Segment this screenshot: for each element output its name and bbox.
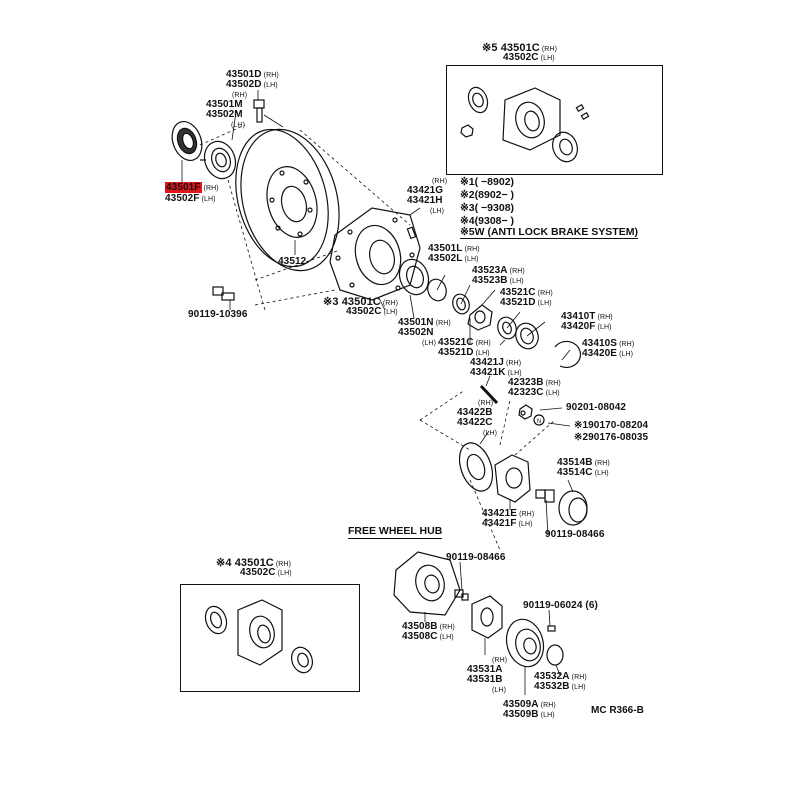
gasket-43422B xyxy=(458,442,494,492)
bearing-43501L xyxy=(398,258,430,296)
label-43532B: 43532B(LH) xyxy=(534,681,586,692)
label-43521C-right: 43521C(RH) xyxy=(500,287,553,298)
label-43508C: 43508C(LH) xyxy=(402,631,454,642)
label-43501C-mid: ※3 43501C(RH) xyxy=(323,296,399,308)
label-90119-06024: 90119-06024 (6) xyxy=(523,600,598,611)
label-lh-43502M: (LH) xyxy=(231,122,246,129)
label-43531B: 43531B xyxy=(467,674,503,685)
label-43532A: 43532A(RH) xyxy=(534,671,587,682)
label-90201-08042: 90201-08042 xyxy=(566,402,627,413)
diagram-code: MC R366-B xyxy=(591,705,644,716)
label-lh-43421H: (LH) xyxy=(430,208,445,215)
label-43514C: 43514C(LH) xyxy=(557,467,609,478)
label-43422C: 43422C xyxy=(457,417,493,428)
bearing-43501M xyxy=(203,140,237,180)
label-90170-08204: ※190170-08204 xyxy=(574,420,649,431)
label-43514B: 43514B(RH) xyxy=(557,457,610,468)
label-43421J: 43421J(RH) xyxy=(470,357,522,368)
label-43502D: 43502D(LH) xyxy=(226,79,278,90)
label-43501D: 43501D(RH) xyxy=(226,69,279,80)
legend-2: ※2(8902− ) xyxy=(460,189,515,201)
label-43521C-left: 43521C(RH) xyxy=(438,337,491,348)
hub-bolt-43501D xyxy=(253,99,265,123)
cover-43509A xyxy=(505,618,545,668)
label-42323B: 42323B(RH) xyxy=(508,377,561,388)
legend-5: ※5W (ANTI LOCK BRAKE SYSTEM) xyxy=(460,226,638,239)
drive-flange-43421E xyxy=(494,454,531,503)
stud-43421J xyxy=(479,384,499,405)
free-wheel-hub-body-43508B xyxy=(393,551,461,616)
label-43502F: 43502F(LH) xyxy=(165,193,216,204)
label-43501F: 43501F(RH) xyxy=(165,182,219,193)
oil-seal-43501F xyxy=(171,121,203,161)
label-lh-43422C: (LH) xyxy=(483,430,498,437)
label-43420E: 43420E(LH) xyxy=(582,348,634,359)
label-43501L: 43501L(RH) xyxy=(428,243,480,254)
label-90119-10396: 90119-10396 xyxy=(188,309,248,320)
label-43509B: 43509B(LH) xyxy=(503,709,555,720)
label-43502L: 43502L(LH) xyxy=(428,253,479,264)
label-43521D-left: 43521D(LH) xyxy=(438,347,490,358)
label-43422B: 43422B xyxy=(457,407,493,418)
label-rh-43501M: (RH) xyxy=(232,92,248,99)
label-rh-43421G: (RH) xyxy=(432,178,448,185)
label-43509A: 43509A(RH) xyxy=(503,699,556,710)
label-43421G: 43421G xyxy=(407,185,444,196)
label-43421E: 43421E(RH) xyxy=(482,508,535,519)
label-43420F: 43420F(LH) xyxy=(561,321,612,332)
label-43421H: 43421H xyxy=(407,195,443,206)
label-43531A: 43531A xyxy=(467,664,503,675)
label-43502C-mid: 43502C(LH) xyxy=(346,306,398,317)
label-rh-43422B: (RH) xyxy=(478,400,494,407)
knob-43532A xyxy=(546,644,564,666)
label-43410T: 43410T(RH) xyxy=(561,311,613,322)
label-90119-08466-mid: 90119-08466 xyxy=(545,529,605,540)
brake-disc-43512 xyxy=(235,128,340,272)
label-43501C-bottom: ※4 43501C(RH) xyxy=(216,557,292,569)
label-43421F: 43421F(LH) xyxy=(482,518,533,529)
label-43421K: 43421K(LH) xyxy=(470,367,522,378)
label-43502N: 43502N xyxy=(398,327,434,338)
svg-text:N: N xyxy=(537,419,541,425)
abs-variant-box xyxy=(446,65,663,175)
bolt-90119-10396 xyxy=(212,286,235,301)
label-90176-08035: ※290176-08035 xyxy=(574,432,649,443)
snap-ring-43410S xyxy=(554,340,582,369)
label-43501C-top: ※5 43501C(RH) xyxy=(482,42,558,54)
legend-3: ※3( −9308) xyxy=(460,202,515,214)
label-lh-43502N: (LH) xyxy=(422,340,437,347)
legend-1: ※1( −8902) xyxy=(460,176,515,188)
gasket-43531A xyxy=(471,595,503,639)
label-rh-43531A: (RH) xyxy=(492,657,508,664)
label-43523A: 43523A(RH) xyxy=(472,265,525,276)
label-43501M: 43501M xyxy=(206,99,243,110)
label-42323C: 42323C(LH) xyxy=(508,387,560,398)
label-43512: 43512 xyxy=(278,256,307,267)
label-43410S: 43410S(RH) xyxy=(582,338,635,349)
variant-4-box xyxy=(180,584,360,692)
label-90119-08466-bottom: 90119-08466 xyxy=(446,552,506,563)
label-43502C-bottom: 43502C(LH) xyxy=(240,567,292,578)
label-43521D-right: 43521D(LH) xyxy=(500,297,552,308)
free-wheel-hub-heading: FREE WHEEL HUB xyxy=(348,525,443,539)
legend-4: ※4(9308− ) xyxy=(460,215,515,227)
label-43501N: 43501N(RH) xyxy=(398,317,451,328)
label-43502M: 43502M xyxy=(206,109,243,120)
label-43508B: 43508B(RH) xyxy=(402,621,455,632)
label-lh-43531B: (LH) xyxy=(492,687,507,694)
label-43523B: 43523B(LH) xyxy=(472,275,524,286)
label-43502C-top: 43502C(LH) xyxy=(503,52,555,63)
